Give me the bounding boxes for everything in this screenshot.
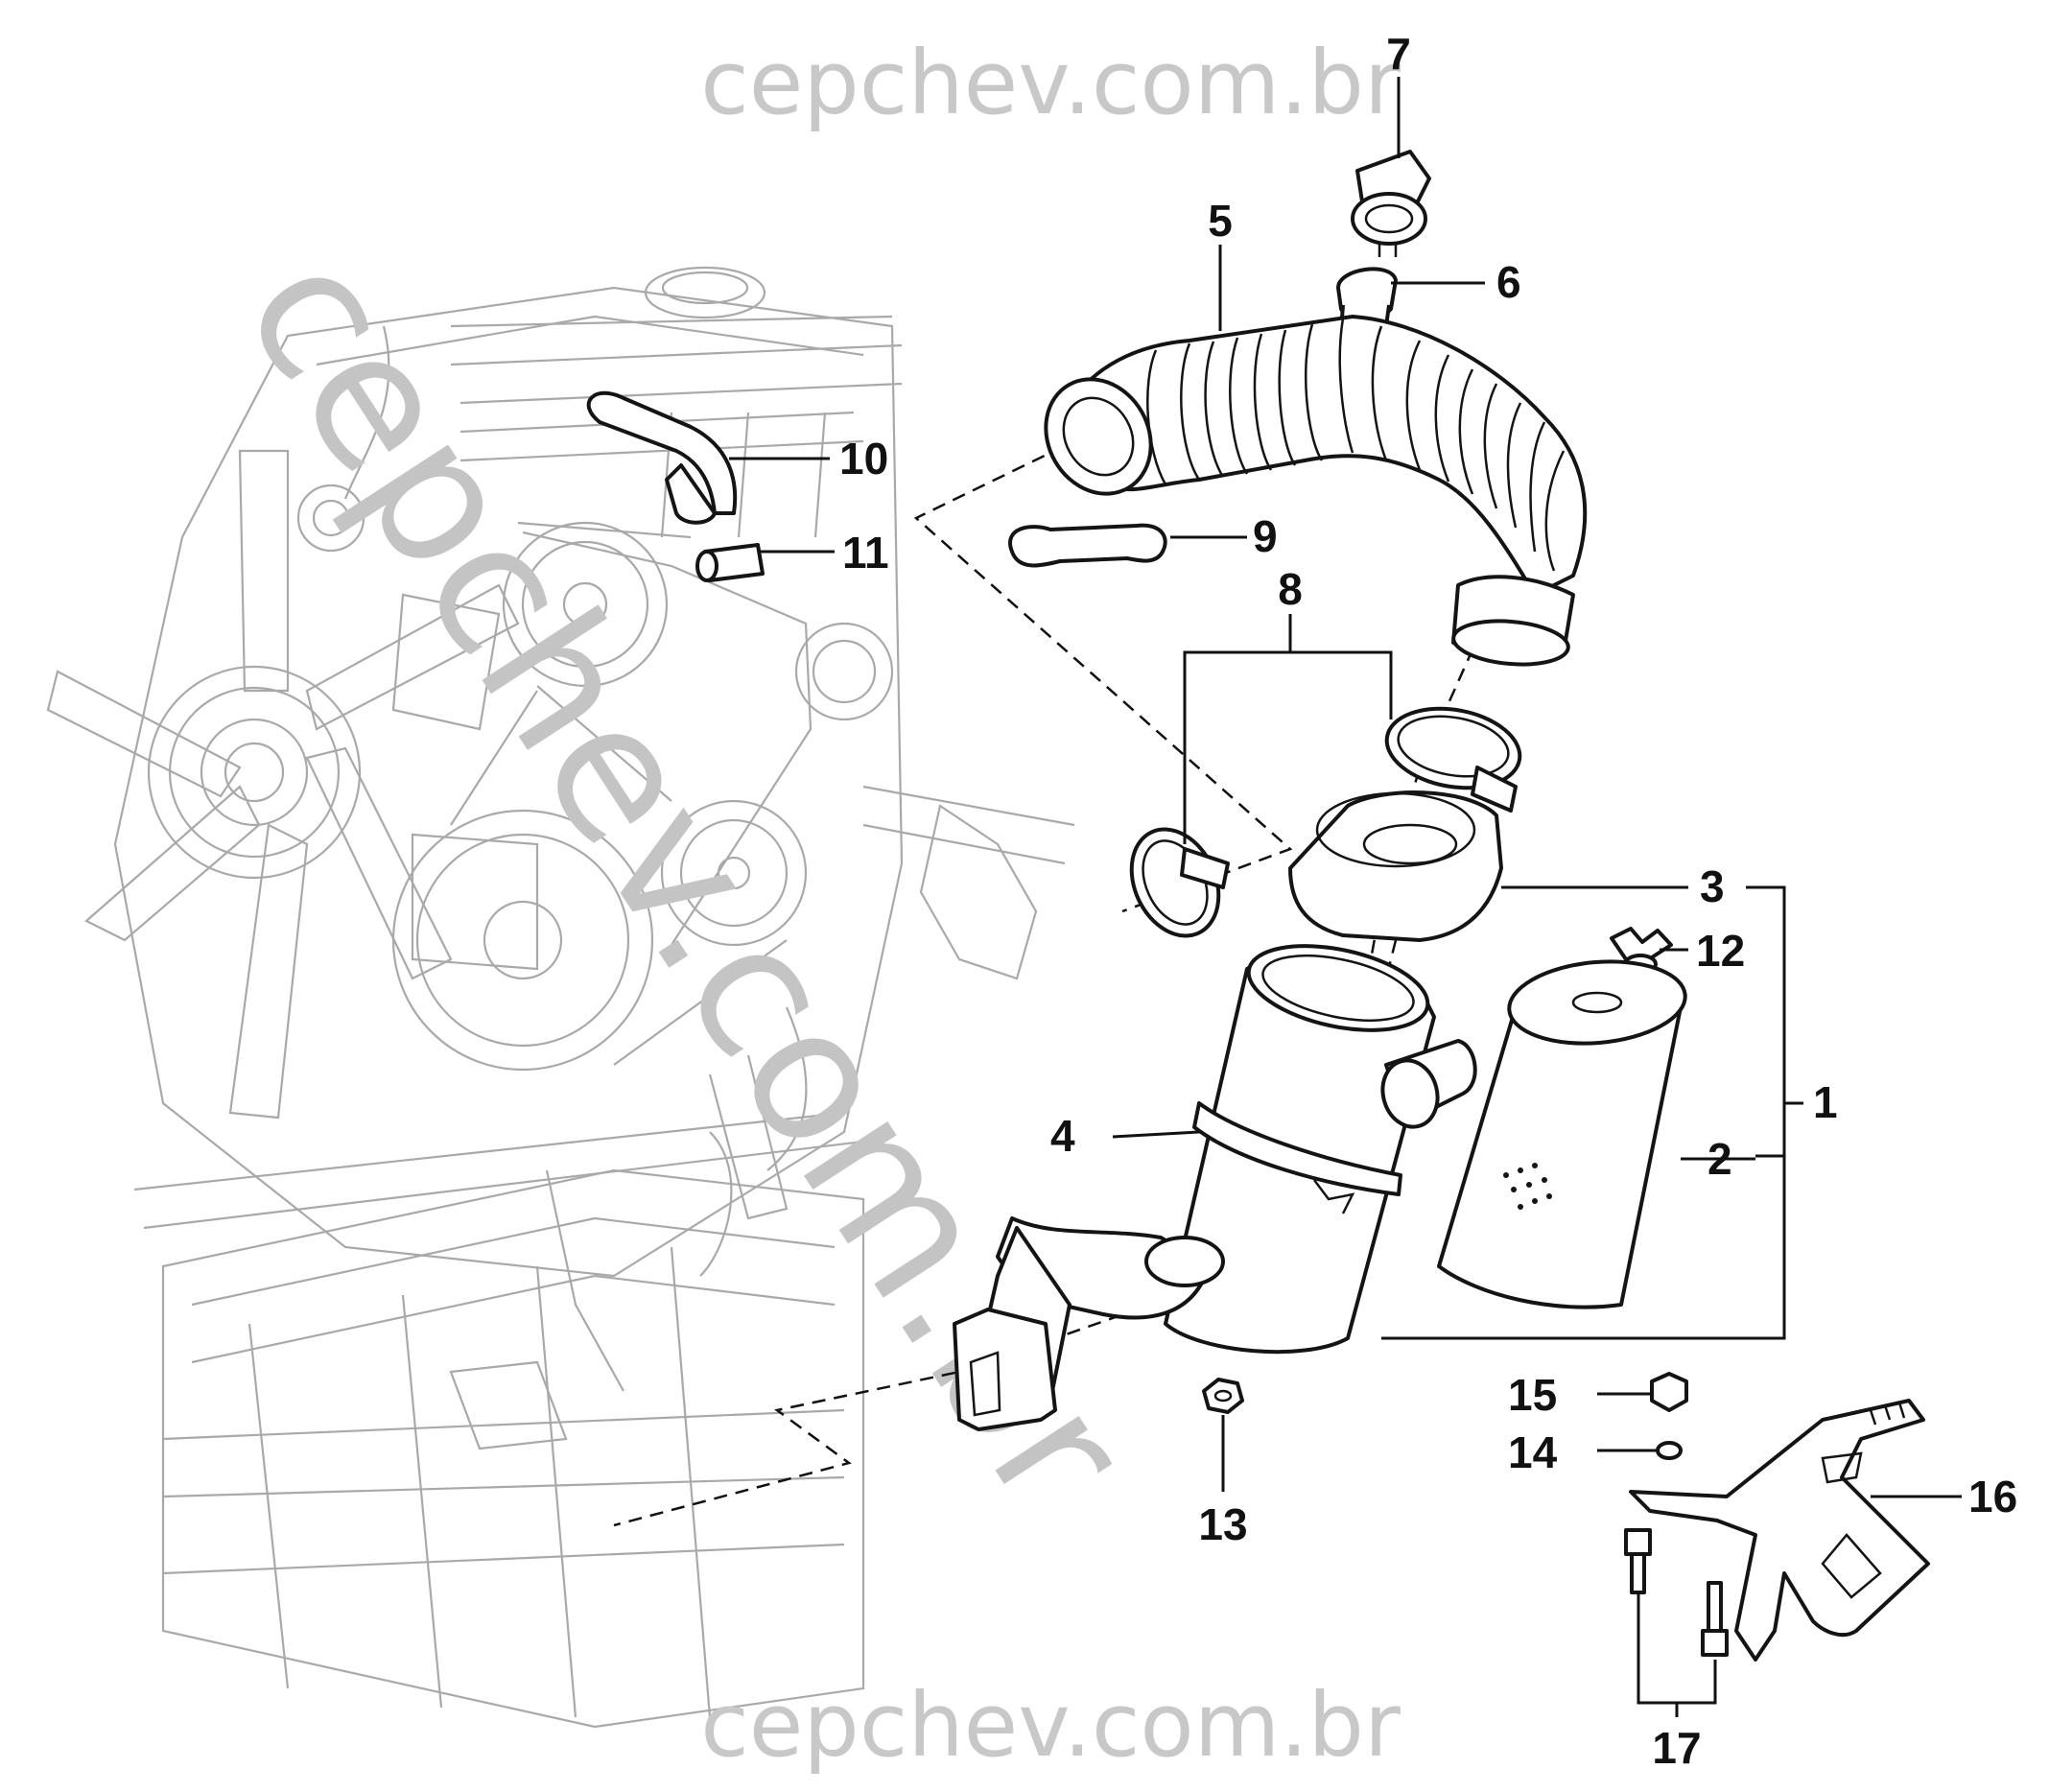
part-5-intake-hose	[1044, 315, 1588, 667]
part-13-nut	[1202, 1378, 1244, 1414]
watermark-bottom: cepchev.com.br	[700, 1674, 1401, 1777]
part-7-connector	[1351, 150, 1431, 257]
callout-8: 8	[1278, 564, 1303, 614]
callout-6: 6	[1496, 257, 1521, 307]
callout-16: 16	[1968, 1472, 2017, 1521]
part-11-pipe	[695, 543, 765, 582]
part-16-bracket	[1629, 1399, 1930, 1662]
callout-4: 4	[1050, 1111, 1075, 1161]
callouts: 7 5 6 10 11 9 8 3 12 1 4 2 15 14 16 13 1…	[839, 29, 2017, 1773]
part-2-filter	[1437, 959, 1687, 1309]
callout-11: 11	[842, 528, 889, 578]
callout-1: 1	[1813, 1077, 1838, 1127]
callout-13: 13	[1198, 1499, 1247, 1549]
part-9-hose	[1008, 523, 1167, 568]
part-14-washer	[1656, 1441, 1683, 1460]
callout-3: 3	[1700, 861, 1725, 911]
callout-7: 7	[1386, 29, 1411, 79]
callout-9: 9	[1253, 511, 1278, 561]
callout-10: 10	[839, 434, 888, 483]
callout-2: 2	[1708, 1134, 1732, 1184]
callout-14: 14	[1508, 1427, 1558, 1477]
leader-lines	[729, 77, 1962, 1717]
part-15-nut	[1650, 1372, 1688, 1412]
callout-12: 12	[1696, 926, 1745, 976]
part-8-clamps	[1129, 706, 1522, 938]
part-3-cover	[1288, 790, 1503, 942]
engine-ghost	[46, 266, 1075, 1729]
callout-5: 5	[1208, 196, 1233, 246]
callout-15: 15	[1508, 1370, 1557, 1420]
callout-17: 17	[1652, 1723, 1701, 1773]
part-17-bolts	[1624, 1528, 1729, 1657]
part-10-hose	[586, 390, 738, 525]
part-4-housing	[953, 944, 1477, 1431]
watermark-top: cepchev.com.br	[700, 32, 1401, 134]
